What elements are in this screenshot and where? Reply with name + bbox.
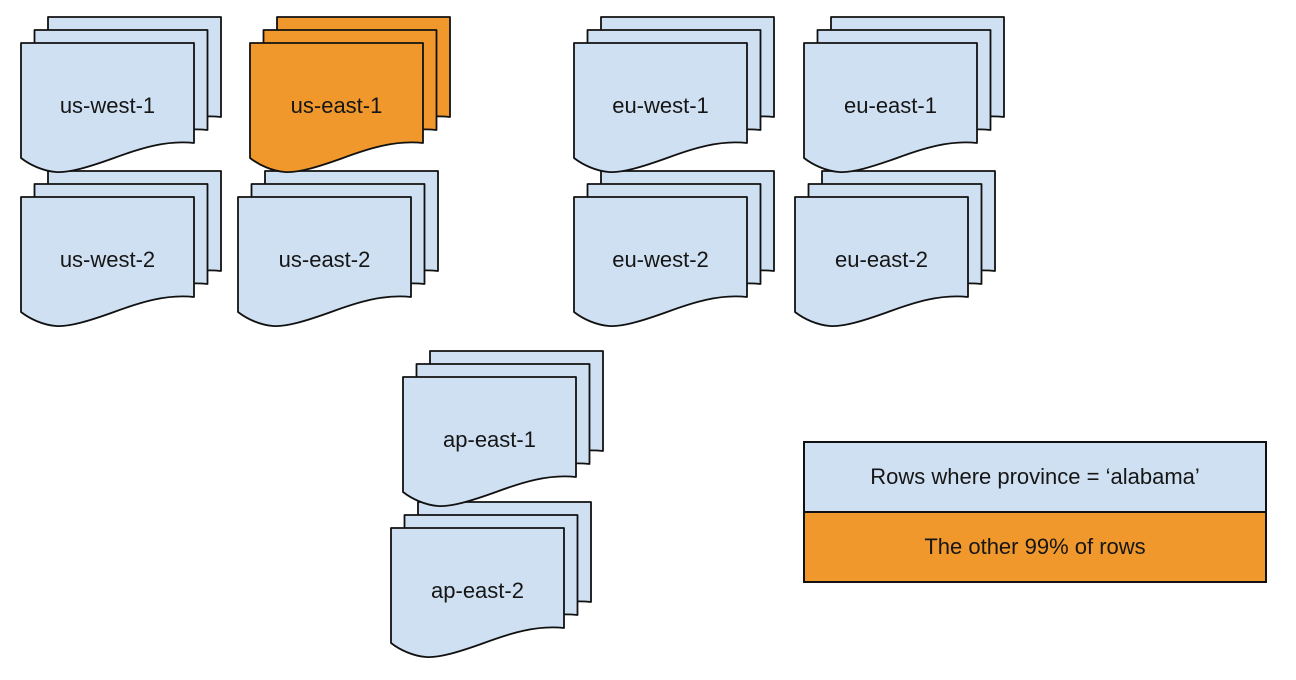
- region-stack-eu-west-2: eu-west-2: [573, 170, 776, 328]
- region-label: us-west-2: [59, 247, 156, 272]
- region-label: eu-west-2: [612, 247, 709, 272]
- legend-item-label: Rows where province = ‘alabama’: [870, 464, 1200, 489]
- region-stack-ap-east-2: ap-east-2: [390, 501, 593, 659]
- region-stack-us-east-1: us-east-1: [249, 16, 452, 174]
- region-stack-us-east-2: us-east-2: [237, 170, 440, 328]
- region-stack-us-west-2: us-west-2: [20, 170, 223, 328]
- region-label: us-east-2: [278, 247, 371, 272]
- region-stack-us-west-1: us-west-1: [20, 16, 223, 174]
- legend: Rows where province = ‘alabama’ The othe…: [803, 441, 1267, 583]
- region-stack-ap-east-1: ap-east-1: [402, 350, 605, 508]
- region-label: eu-west-1: [612, 93, 709, 118]
- region-stack-eu-west-1: eu-west-1: [573, 16, 776, 174]
- region-label: us-east-1: [290, 93, 383, 118]
- region-stack-eu-east-1: eu-east-1: [803, 16, 1006, 174]
- region-label: eu-east-1: [844, 93, 937, 118]
- region-label: ap-east-1: [443, 427, 536, 452]
- legend-item-other-rows: The other 99% of rows: [805, 511, 1265, 581]
- legend-item-label: The other 99% of rows: [924, 534, 1146, 559]
- region-label: eu-east-2: [835, 247, 928, 272]
- region-label: ap-east-2: [431, 578, 524, 603]
- region-label: us-west-1: [59, 93, 156, 118]
- region-stack-eu-east-2: eu-east-2: [794, 170, 997, 328]
- legend-item-alabama-rows: Rows where province = ‘alabama’: [805, 443, 1265, 511]
